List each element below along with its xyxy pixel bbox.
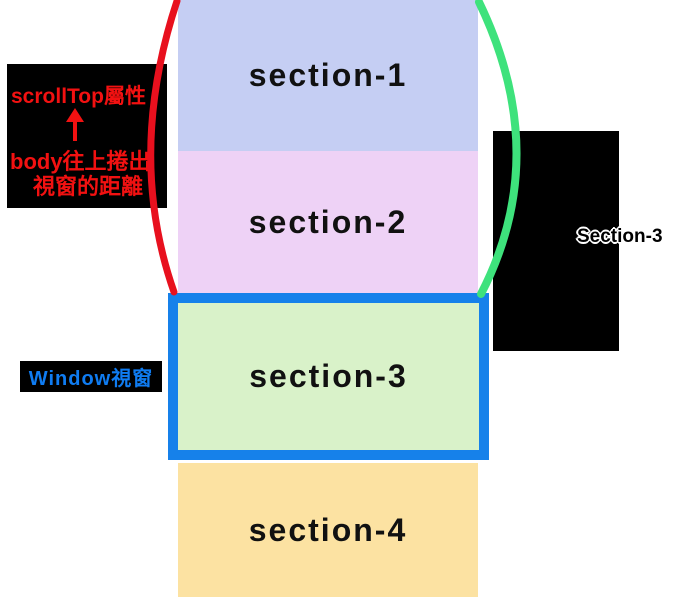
section-1-label: section-1	[248, 57, 408, 93]
window-viewport-frame: section-3	[168, 293, 489, 460]
section-2-label: section-2	[248, 203, 408, 240]
offset-annotation-label: Section-3	[577, 226, 663, 247]
section-1-box: section-1	[178, 0, 478, 151]
window-viewport-tag: Window視窗	[20, 361, 162, 392]
section-4-label: section-4	[248, 511, 408, 548]
scrolltop-annotation-box: scrollTop屬性 body往上捲出 視窗的距離	[7, 64, 167, 208]
section-4-box: section-4	[178, 463, 478, 597]
up-arrow-icon	[66, 108, 84, 141]
section-2-box: section-2	[178, 151, 478, 293]
window-viewport-tag-label: Window視窗	[28, 368, 154, 390]
scrolltop-desc-line1: body往上捲出	[10, 149, 151, 174]
section-3-box: section-3	[178, 303, 479, 450]
scrolltop-desc-line2: 視窗的距離	[33, 174, 144, 199]
section-3-label: section-3	[249, 358, 408, 394]
scrolltop-property-label: scrollTop屬性	[11, 85, 146, 108]
